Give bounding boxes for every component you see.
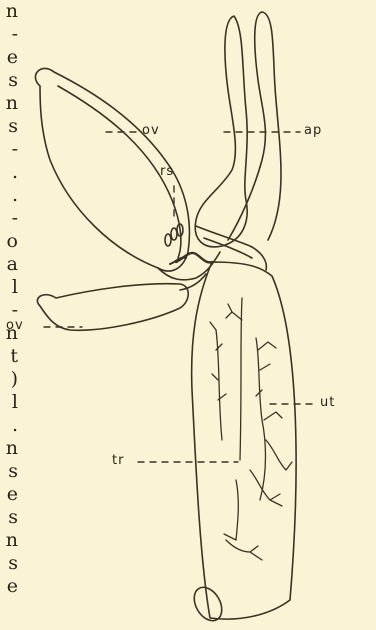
receptaculum-body-2 (171, 228, 177, 240)
receptaculum-body-1 (165, 234, 171, 246)
label-trachea: tr (112, 453, 124, 468)
lower-ovary (37, 284, 188, 331)
tracheae (210, 298, 292, 560)
label-ovary-lower: ov (6, 318, 24, 333)
label-receptaculum-seminis: rs (160, 164, 174, 179)
central-duct-inner (204, 238, 252, 258)
oviduct-lower (180, 274, 206, 290)
label-appendage: ap (304, 123, 322, 138)
uterus (192, 262, 296, 619)
label-ovary-upper: ov (142, 123, 160, 138)
label-uterus: ut (320, 395, 335, 410)
